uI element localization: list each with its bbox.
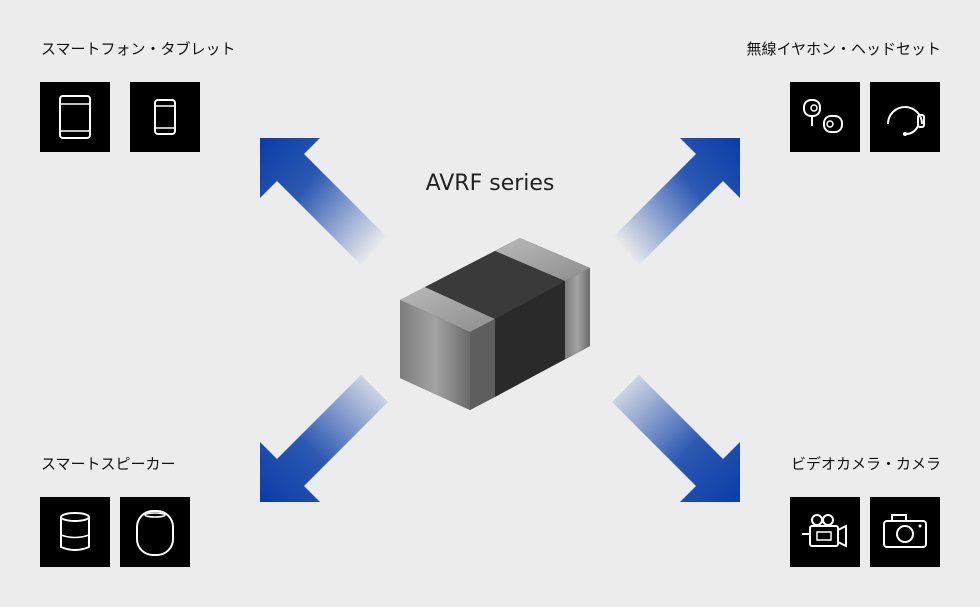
group-label-smartphone-tablet: スマートフォン・タブレット — [41, 40, 236, 58]
smart-speaker-round-icon — [120, 497, 190, 567]
headset-icon — [870, 82, 940, 152]
video-camera-icon — [790, 497, 860, 567]
tablet-icon — [40, 82, 110, 152]
arrow-top-right — [612, 138, 740, 265]
group-label-video-camera-camera: ビデオカメラ・カメラ — [790, 455, 941, 473]
arrow-bottom-right — [612, 375, 740, 502]
smartphone-icon — [130, 82, 200, 152]
chip-component-illustration — [400, 238, 590, 410]
product-title: AVRF series — [425, 171, 555, 196]
earbuds-icon — [790, 82, 860, 152]
group-label-wireless-earphones-headset: 無線イヤホン・ヘッドセット — [746, 40, 941, 58]
group-label-smart-speaker: スマートスピーカー — [41, 455, 176, 473]
smart-speaker-cylinder-icon — [40, 497, 110, 567]
arrow-top-left — [260, 138, 388, 265]
camera-icon — [870, 497, 940, 567]
arrow-bottom-left — [260, 375, 388, 502]
